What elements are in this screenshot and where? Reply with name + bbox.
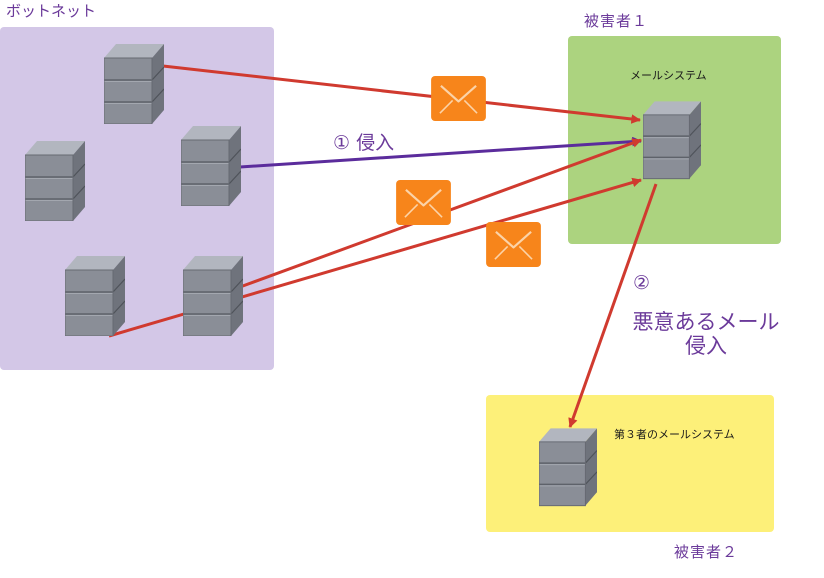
server-icon xyxy=(539,427,597,507)
server-icon xyxy=(65,256,125,336)
relay-arrow xyxy=(568,183,658,428)
attack-arrow-1 xyxy=(162,64,641,124)
server-icon xyxy=(104,44,164,124)
step1-intrusion-label: ① 侵入 xyxy=(333,132,395,154)
envelope-icon xyxy=(396,180,451,225)
mail-system-label: メールシステム xyxy=(630,69,707,82)
envelope-icon xyxy=(431,76,486,121)
server-icon xyxy=(183,256,243,336)
victim2-zone xyxy=(486,395,774,532)
step2-line2: 侵入 xyxy=(685,334,727,358)
server-icon xyxy=(181,126,241,206)
botnet-label: ボットネット xyxy=(6,2,97,20)
envelope-icon xyxy=(486,222,541,267)
victim2-label: 被害者２ xyxy=(674,543,739,561)
server-icon xyxy=(25,141,85,221)
step2-line1: 悪意あるメール xyxy=(632,310,780,334)
third-party-mail-system-label: 第３者のメールシステム xyxy=(614,428,735,441)
step2-text: 悪意あるメール 侵入 xyxy=(620,310,792,358)
victim1-label: 被害者１ xyxy=(584,12,649,30)
intrusion-arrow xyxy=(239,136,642,169)
step2-number: ② xyxy=(633,272,651,294)
server-icon xyxy=(643,100,701,180)
